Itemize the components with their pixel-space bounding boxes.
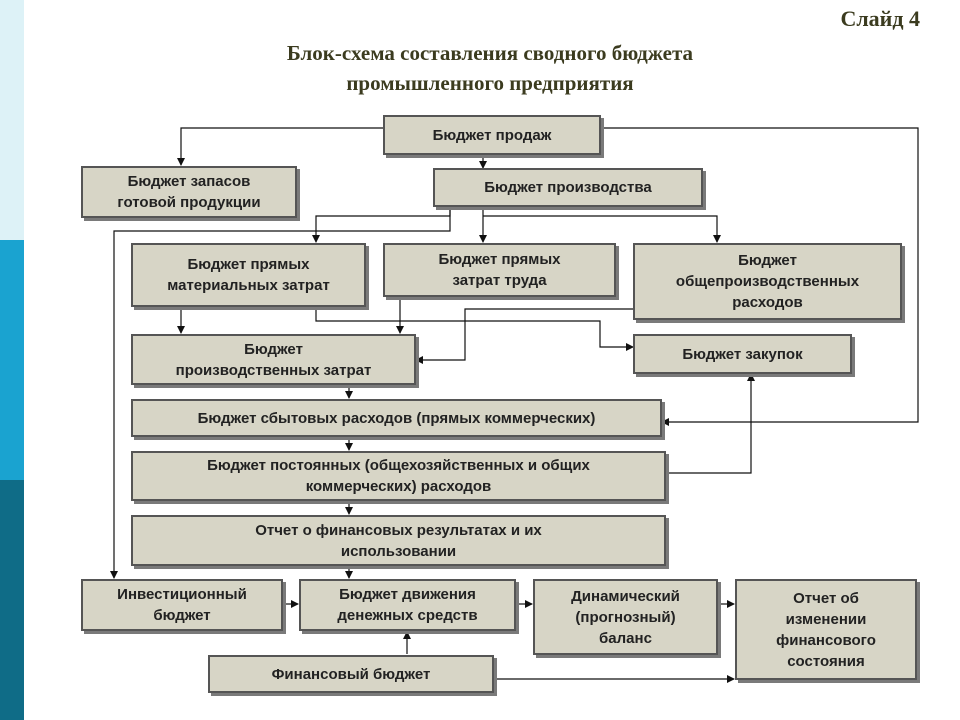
title-line: Блок-схема составления сводного бюджета — [286, 41, 694, 65]
box-production-costs-budget: Бюджет производственных затрат — [131, 334, 416, 385]
arrow-production-to-overhead — [483, 215, 721, 243]
box-sales-budget: Бюджет продаж — [383, 115, 601, 155]
box-financial-results-report: Отчет о финансовых результатах и их испо… — [131, 515, 666, 566]
box-label: бюджет — [153, 607, 211, 624]
arrow-materials-to-purchases — [315, 307, 634, 351]
sidebar-strip-blue — [0, 240, 24, 480]
box-cash-flow-budget: Бюджет движения денежных средств — [299, 579, 516, 631]
box-label: производственных затрат — [175, 361, 372, 379]
box-overhead-budget: Бюджет общепроизводственных расходов — [633, 243, 902, 320]
box-label: затрат труда — [452, 272, 547, 289]
box-finished-goods-stock-budget: Бюджет запасов готовой продукции — [81, 166, 297, 218]
box-label: изменении — [785, 610, 867, 628]
box-label: Отчет об — [793, 589, 859, 607]
box-label: Бюджет производства — [484, 179, 652, 196]
box-label: Бюджет продаж — [432, 126, 552, 144]
box-forecast-balance: Динамический (прогнозный) баланс — [533, 579, 718, 655]
arrow-fixed-to-purchases — [666, 373, 755, 474]
box-label: Бюджет постоянных (общехозяйственных и о… — [207, 457, 590, 474]
box-label: Финансовый бюджет — [271, 665, 431, 683]
box-label: общепроизводственных — [675, 273, 860, 290]
box-label: финансового — [776, 631, 876, 649]
box-label: Бюджет закупок — [682, 345, 803, 363]
box-label: расходов — [732, 294, 803, 311]
page-title: Блок-схема составления сводного бюджета … — [160, 38, 820, 98]
box-label: Бюджет движения — [339, 586, 476, 603]
arrow-sales-to-stock — [177, 127, 383, 166]
box-fixed-expenses-budget: Бюджет постоянных (общехозяйственных и о… — [131, 451, 666, 501]
box-label: (прогнозный) — [575, 608, 676, 626]
sidebar-strip-light — [0, 0, 24, 240]
box-label: Бюджет — [244, 340, 303, 358]
box-direct-materials-budget: Бюджет прямых материальных затрат — [131, 243, 366, 307]
box-financial-position-report: Отчет об изменении финансового состояния — [735, 579, 917, 680]
box-label: коммерческих) расходов — [305, 478, 492, 495]
box-label: Бюджет запасов — [127, 173, 251, 190]
box-label: Бюджет прямых — [187, 256, 310, 273]
title-line: промышленного предприятия — [346, 71, 634, 95]
box-label: Бюджет — [738, 252, 797, 269]
box-selling-expenses-budget: Бюджет сбытовых расходов (прямых коммерч… — [131, 399, 662, 437]
arrow-production-to-investment — [110, 207, 451, 579]
box-label: состояния — [787, 652, 865, 670]
box-financial-budget: Финансовый бюджет — [208, 655, 494, 693]
box-label: баланс — [599, 629, 652, 647]
box-label: Динамический — [571, 587, 680, 605]
arrow-overhead-to-prodcosts — [415, 308, 633, 364]
arrow-production-to-materials — [312, 207, 451, 243]
box-investment-budget: Инвестиционный бюджет — [81, 579, 283, 631]
box-label: Бюджет сбытовых расходов (прямых коммерч… — [197, 409, 596, 427]
box-production-budget: Бюджет производства — [433, 168, 703, 207]
slide-number: Слайд 4 — [840, 6, 920, 31]
box-label: Инвестиционный — [117, 586, 247, 603]
arrow-sales-to-selling — [601, 127, 919, 426]
box-label: готовой продукции — [117, 194, 261, 211]
box-label: денежных средств — [337, 607, 478, 624]
box-direct-labor-budget: Бюджет прямых затрат труда — [383, 243, 616, 297]
box-label: Отчет о финансовых результатах и их — [255, 521, 542, 539]
box-label: Бюджет прямых — [438, 251, 561, 268]
box-label: материальных затрат — [167, 277, 330, 294]
sidebar-strip-dark — [0, 480, 24, 720]
box-purchases-budget: Бюджет закупок — [633, 334, 852, 374]
box-label: использовании — [340, 542, 457, 560]
